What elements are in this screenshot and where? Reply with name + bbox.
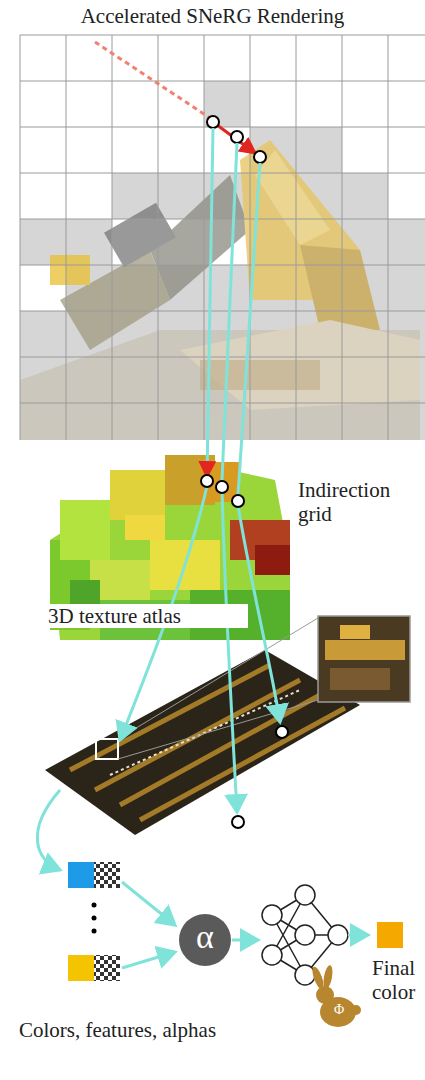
sample-arrows [37, 128, 280, 968]
scene-grid [20, 35, 425, 440]
output-label: Final color [372, 956, 424, 1004]
figure-title: Accelerated SNeRG Rendering [0, 4, 425, 28]
mlp-network [262, 885, 348, 985]
bunny-symbol: Φ [330, 1002, 348, 1018]
final-color-swatch [377, 922, 403, 948]
operator-circle: α [179, 914, 231, 966]
part-label: Indirection grid [298, 478, 418, 526]
swatches [68, 862, 120, 981]
part-label: 3D texture atlas [48, 604, 248, 628]
bunny-icon [310, 964, 361, 1027]
input-label: Colors, features, alphas [10, 1018, 225, 1042]
operator-symbol: α [196, 920, 214, 954]
